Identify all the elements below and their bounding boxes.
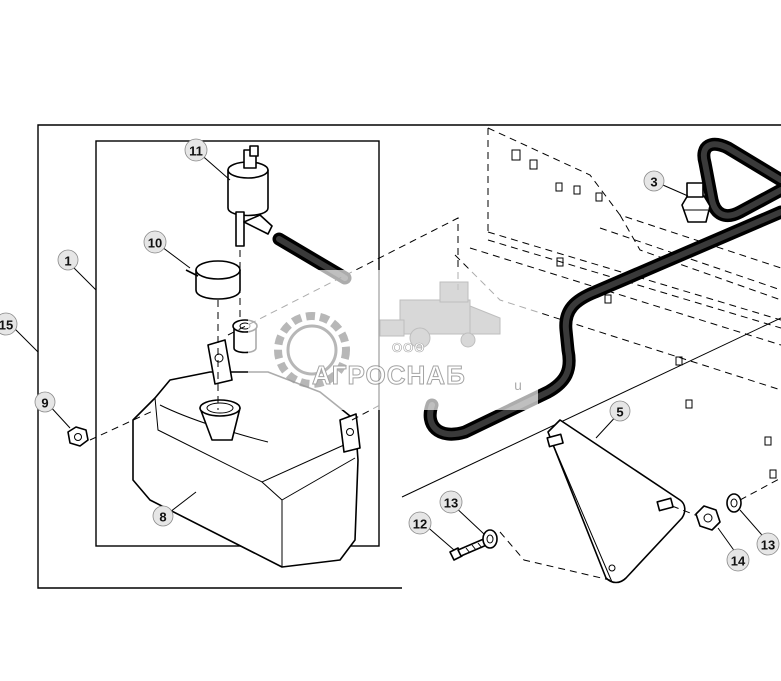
callout-3-label: 3 <box>650 175 657 190</box>
plate-assembly-lines <box>499 477 781 581</box>
callout-1-label: 1 <box>64 254 71 269</box>
callout-9-label: 9 <box>41 396 48 411</box>
callout-14: 14 <box>726 548 750 572</box>
washer-left <box>482 529 498 549</box>
callout-9: 9 <box>34 391 56 413</box>
callout-13-right: 13 <box>756 532 780 556</box>
agrosnab-watermark: ООО АГРОСНАБ <box>248 270 538 410</box>
callout-10-label: 10 <box>148 236 162 251</box>
watermark-company-type: ООО <box>392 340 425 355</box>
callout-1: 1 <box>57 249 79 271</box>
hex-nut <box>695 505 721 531</box>
reservoir-cap <box>185 260 241 300</box>
watermark-brand: АГРОСНАБ <box>312 360 466 390</box>
coolant-reservoir-tank <box>132 339 361 568</box>
callout-13-left-label: 13 <box>444 496 458 511</box>
callout-5-label: 5 <box>616 405 623 420</box>
hose-fitting <box>681 182 711 223</box>
callout-15: 15 <box>0 312 18 336</box>
callout-15-label: 15 <box>0 318 13 333</box>
callout-11: 11 <box>184 138 208 162</box>
callout-5: 5 <box>609 400 631 422</box>
reservoir-pump <box>227 145 273 247</box>
callout-10: 10 <box>143 230 167 254</box>
washer-right <box>726 493 742 513</box>
callout-13-right-label: 13 <box>761 538 775 553</box>
assembly-frame <box>37 124 781 589</box>
callout-12: 12 <box>408 511 432 535</box>
callout-8-label: 8 <box>159 510 166 525</box>
mounting-nut <box>67 426 89 447</box>
harvester-logo-icon <box>379 281 501 349</box>
mounting-plate <box>546 419 686 584</box>
callout-14-label: 14 <box>731 554 746 569</box>
callout-11-label: 11 <box>189 144 203 159</box>
callout-12-label: 12 <box>413 517 427 532</box>
callout-13-left: 13 <box>439 490 463 514</box>
callout-8: 8 <box>152 505 174 527</box>
bolt <box>449 537 490 561</box>
gear-logo-icon <box>274 312 350 388</box>
callout-3: 3 <box>643 170 665 192</box>
